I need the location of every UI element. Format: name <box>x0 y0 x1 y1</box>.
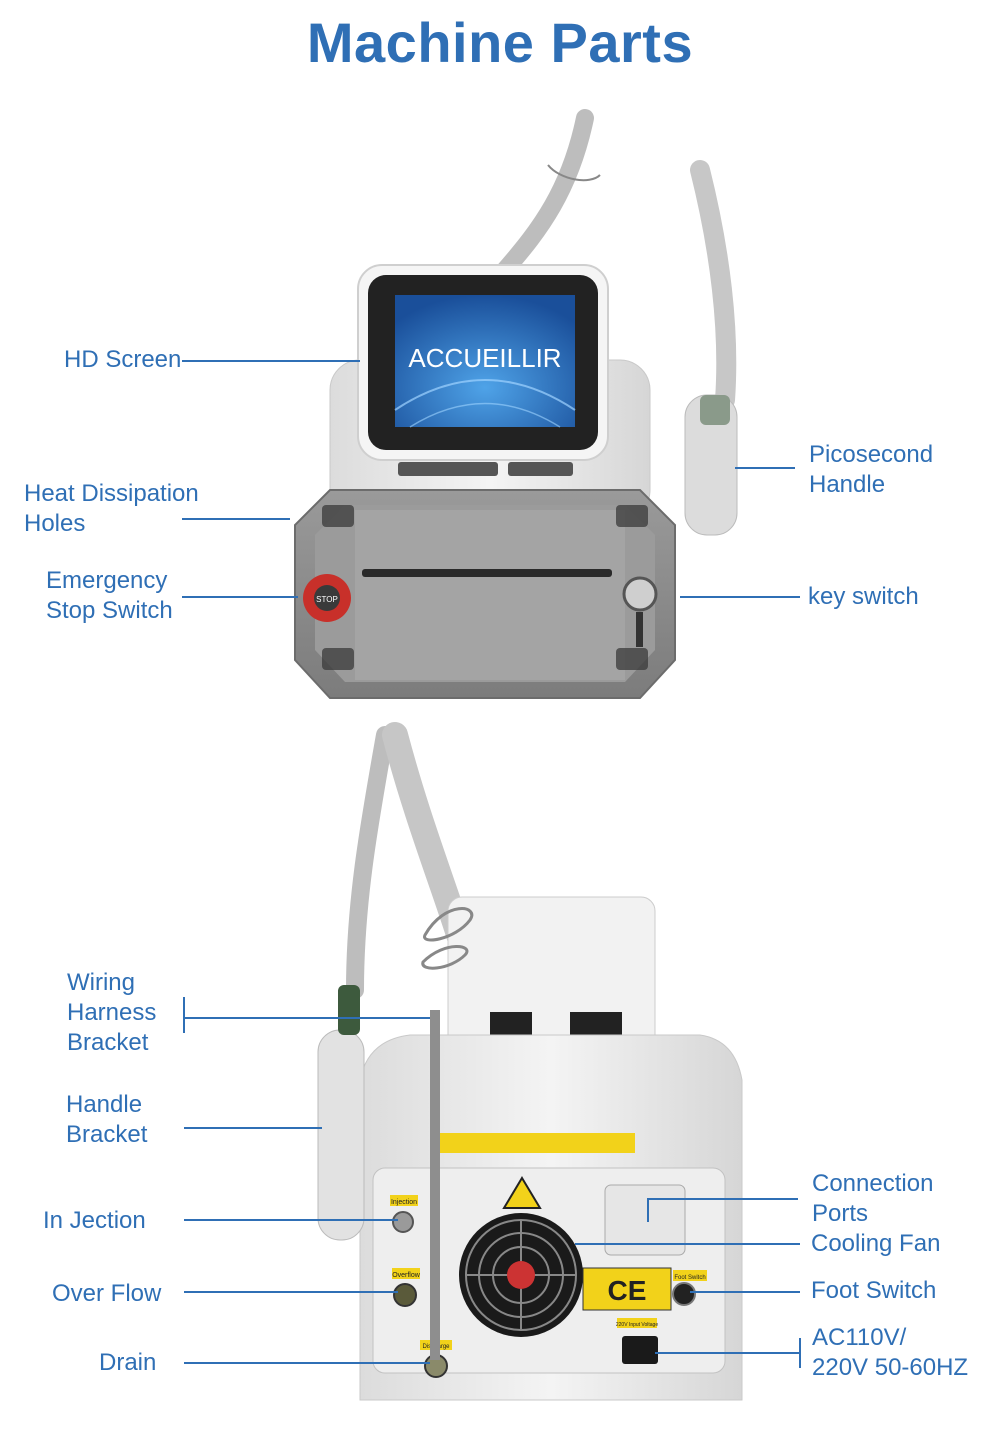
svg-text:STOP: STOP <box>316 595 338 604</box>
svg-text:Injection: Injection <box>391 1199 417 1206</box>
page-title: Machine Parts <box>306 11 694 74</box>
label-wiring-harness: Wiring Harness Bracket <box>67 969 157 1056</box>
front-cable-right <box>690 160 737 410</box>
wire-hook <box>547 164 601 182</box>
heat-dissipation-holes <box>322 505 648 670</box>
label-key-switch: key switch <box>808 583 919 610</box>
connection-ports <box>604 1184 686 1256</box>
svg-text:220V Input Voltage: 220V Input Voltage <box>616 1322 658 1328</box>
label-hd-screen: HD Screen <box>64 346 182 373</box>
label-cooling-fan: Cooling Fan <box>811 1230 941 1257</box>
back-view: CE Injection Overflow Discharge Foot Swi… <box>317 722 743 1401</box>
ce-mark <box>582 1267 672 1311</box>
svg-text:CE: CE <box>608 1275 647 1306</box>
front-cable-left <box>496 109 594 279</box>
label-power: AC110V/ 220V 50-60HZ <box>812 1324 969 1381</box>
hd-screen <box>395 295 575 427</box>
injection-port <box>392 1211 414 1233</box>
back-cable-handle <box>346 726 394 999</box>
power-socket <box>622 1336 658 1364</box>
front-view: ACCUEILLIR STOP <box>294 109 738 699</box>
key-switch <box>622 576 658 612</box>
label-injection: In Jection <box>43 1207 146 1234</box>
label-drain: Drain <box>99 1349 157 1376</box>
cooling-fan <box>459 1213 583 1337</box>
svg-text:Overflow: Overflow <box>392 1272 421 1279</box>
svg-text:Foot Switch: Foot Switch <box>674 1275 705 1281</box>
harness-bracket-rod <box>430 1010 440 1360</box>
label-connection-ports: Connection Ports <box>812 1170 934 1227</box>
label-heat-dissipation: Heat Dissipation Holes <box>24 480 199 537</box>
screen-text: ACCUEILLIR <box>408 343 561 373</box>
label-handle-bracket: Handle Bracket <box>66 1091 148 1148</box>
front-slot <box>362 569 612 577</box>
label-picosecond-handle: Picosecond Handle <box>809 441 934 498</box>
label-foot-switch: Foot Switch <box>811 1277 937 1304</box>
overflow-port <box>393 1283 417 1307</box>
label-emergency-stop: Emergency Stop Switch <box>46 567 173 624</box>
foot-switch-port <box>672 1282 696 1306</box>
warning-strip <box>440 1133 635 1153</box>
line-connection <box>647 1198 798 1222</box>
label-overflow: Over Flow <box>52 1280 162 1307</box>
